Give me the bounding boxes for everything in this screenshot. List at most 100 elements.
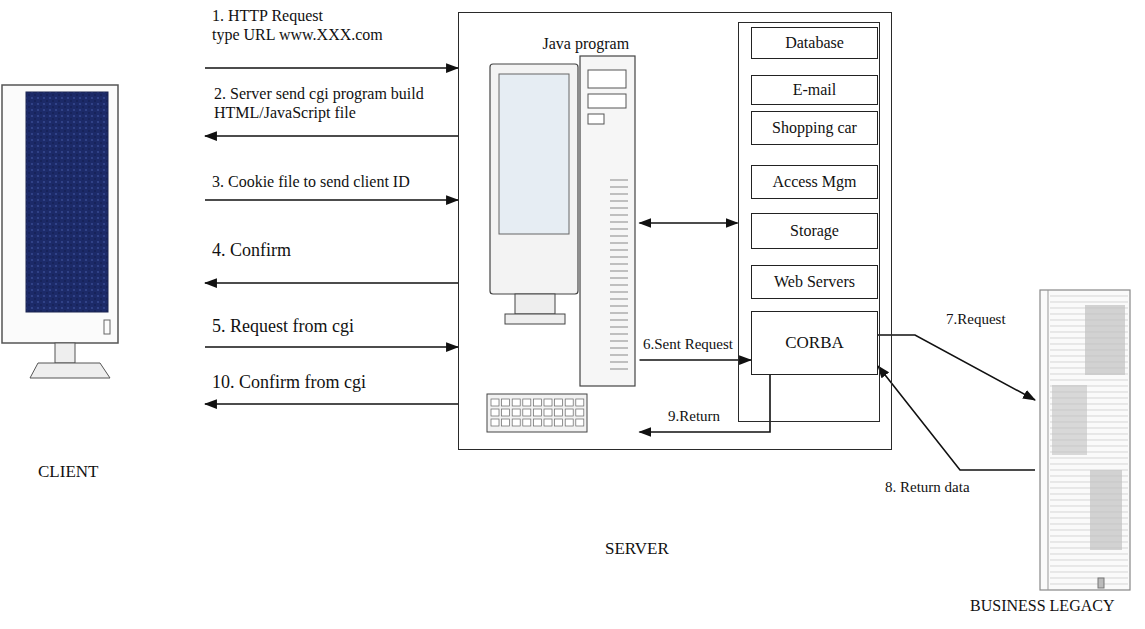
step-label: 1. HTTP Request type URL www.XXX.com xyxy=(212,6,392,44)
keyboard-key xyxy=(491,399,499,406)
node-caption: SERVER xyxy=(605,539,669,559)
step-label: 6.Sent Request xyxy=(643,335,733,353)
vent-slot xyxy=(610,285,628,286)
server-computer xyxy=(487,56,635,432)
tower-line xyxy=(1050,536,1128,537)
monitor-base xyxy=(505,314,565,324)
vent-slot xyxy=(610,327,628,328)
tower-line xyxy=(1050,500,1128,501)
vent-slot xyxy=(610,320,628,321)
tower-line xyxy=(1050,332,1128,333)
tower-line xyxy=(1050,494,1128,495)
keyboard-key xyxy=(565,419,573,426)
vent-slot xyxy=(610,334,628,335)
flow-arrow xyxy=(640,359,752,361)
tower-foot xyxy=(1098,578,1104,588)
tower-line xyxy=(1050,548,1128,549)
vent-slot xyxy=(610,341,628,342)
tower-line xyxy=(1050,434,1128,435)
keyboard-key xyxy=(544,409,552,416)
server-frame: SERVERJava programDatabaseE-mailShopping… xyxy=(458,12,892,450)
tower-line xyxy=(1050,476,1128,477)
tower-line xyxy=(1050,440,1128,441)
keyboard-key xyxy=(576,399,584,406)
tower-panel xyxy=(1085,305,1125,375)
power-button xyxy=(104,320,110,334)
tower-line xyxy=(1050,464,1128,465)
step-label: 4. Confirm xyxy=(212,240,291,262)
flow-arrow xyxy=(205,346,458,348)
keyboard-key xyxy=(512,399,520,406)
monitor-frame xyxy=(490,64,578,294)
vent-slot xyxy=(610,313,628,314)
monitor-neck xyxy=(55,343,75,363)
step-label: 7.Request xyxy=(946,310,1006,328)
tower-line xyxy=(1050,482,1128,483)
keyboard-key xyxy=(512,409,520,416)
tower-line xyxy=(1050,578,1128,579)
tower-line xyxy=(1050,350,1128,351)
flow-arrow xyxy=(878,366,1035,470)
keyboard-key xyxy=(576,419,584,426)
tower-case xyxy=(1040,290,1130,590)
keyboard-key xyxy=(555,399,563,406)
keyboard-key xyxy=(544,399,552,406)
tower-line xyxy=(1050,344,1128,345)
step-label: 2. Server send cgi program build HTML/Ja… xyxy=(214,84,426,122)
client-computer: CLIENT xyxy=(0,80,205,490)
tower-line xyxy=(1050,488,1128,489)
tower-line xyxy=(1050,524,1128,525)
keyboard-key xyxy=(565,399,573,406)
vent-slot xyxy=(610,355,628,356)
vent-slots xyxy=(610,180,628,369)
tower-line xyxy=(1050,470,1128,471)
tower-line xyxy=(1050,410,1128,411)
keyboard-key xyxy=(502,419,510,426)
node-caption: BUSINESS LEGACY xyxy=(970,596,1114,615)
keyboard-key xyxy=(523,409,531,416)
service-column: DatabaseE-mailShopping carAccess MgmStor… xyxy=(738,22,880,422)
service-box: Storage xyxy=(751,213,878,249)
flow-arrow xyxy=(205,199,458,201)
flow-arrow xyxy=(205,282,458,284)
vent-slot xyxy=(610,278,628,279)
step-label: 8. Return data xyxy=(885,478,970,496)
keyboard-key xyxy=(502,409,510,416)
monitor-base xyxy=(30,363,110,378)
keyboard-key xyxy=(491,419,499,426)
keyboard-key xyxy=(533,399,541,406)
node-caption: Java program xyxy=(543,34,630,53)
drive-bay xyxy=(588,70,626,88)
box-label: CORBA xyxy=(785,333,844,353)
keyboard-key xyxy=(555,419,563,426)
tower-line xyxy=(1050,506,1128,507)
keyboard-key xyxy=(533,409,541,416)
step-label: 9.Return xyxy=(668,407,720,425)
vent-slot xyxy=(610,187,628,188)
keyboard-key xyxy=(491,409,499,416)
vent-slot xyxy=(610,292,628,293)
tower-line xyxy=(1050,356,1128,357)
monitor-frame xyxy=(2,85,118,343)
keyboard-key xyxy=(523,419,531,426)
vent-slot xyxy=(610,306,628,307)
tower-line xyxy=(1050,584,1128,585)
box-label: Shopping car xyxy=(772,118,857,137)
tower-line xyxy=(1050,326,1128,327)
vent-slot xyxy=(610,201,628,202)
tower-line xyxy=(1050,542,1128,543)
step-label: 5. Request from cgi xyxy=(212,316,354,338)
tower-line xyxy=(1050,446,1128,447)
box-label: E-mail xyxy=(793,80,837,99)
vent-slot xyxy=(610,243,628,244)
tower-line xyxy=(1050,404,1128,405)
service-box: E-mail xyxy=(751,75,878,105)
vent-slot xyxy=(610,362,628,363)
monitor-neck xyxy=(515,294,555,314)
tower-line xyxy=(1050,398,1128,399)
vent-slot xyxy=(610,257,628,258)
vent-slot xyxy=(610,208,628,209)
legacy-tower xyxy=(1040,290,1130,590)
vent-slot xyxy=(610,229,628,230)
keyboard-key xyxy=(512,419,520,426)
